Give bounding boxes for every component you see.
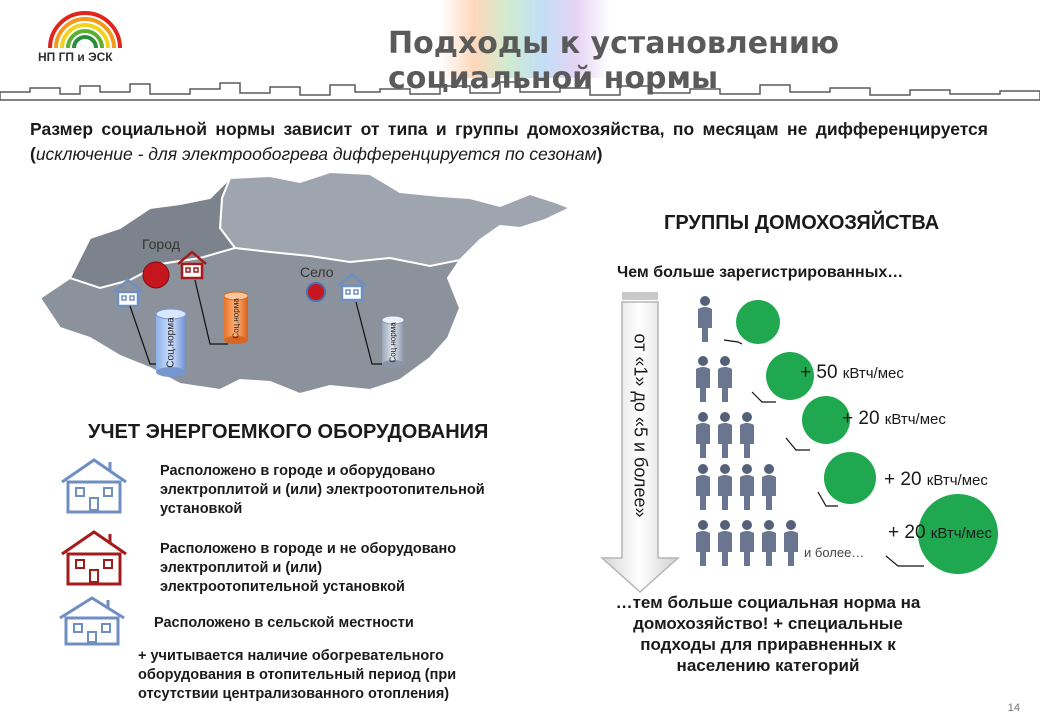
house-blue-icon xyxy=(113,278,143,308)
house-rural-icon xyxy=(59,596,125,646)
cylinder-label-wrap: Соц.норма xyxy=(156,316,186,368)
green-circle xyxy=(766,352,814,400)
page-title: Подходы к установлению социальной нормы xyxy=(388,26,840,96)
and-more-label: и более… xyxy=(804,545,865,560)
village-label: Село xyxy=(300,264,334,280)
intro-text: Размер социальной нормы зависит от типа … xyxy=(30,117,988,167)
groups-subtitle: Чем больше зарегистрированных… xyxy=(617,264,904,281)
green-circle xyxy=(802,396,850,444)
cylinder-orange xyxy=(223,291,249,344)
increment-value: + 50 xyxy=(800,362,838,383)
increment-value: + 20 xyxy=(888,522,926,543)
increment-1: + 50 кВтч/мес xyxy=(800,362,904,384)
groups-title: ГРУППЫ ДОМОХОЗЯЙСТВА xyxy=(664,212,940,234)
cylinder-label-3: Соц.норма xyxy=(388,321,398,363)
increment-unit: кВтч/мес xyxy=(842,365,904,382)
region-north xyxy=(218,170,573,268)
increment-unit: кВтч/мес xyxy=(884,411,946,428)
down-arrow-icon xyxy=(600,292,680,594)
increment-unit: кВтч/мес xyxy=(930,525,992,542)
green-circle xyxy=(736,300,780,344)
intro-end: ) xyxy=(596,144,603,164)
logo-sun-icon xyxy=(48,11,122,49)
equipment-item-2: Расположено в городе и не оборудовано эл… xyxy=(160,541,457,595)
equipment-item-1: Расположено в городе и оборудовано элект… xyxy=(160,463,485,517)
city-marker xyxy=(142,261,170,289)
equipment-item-3: Расположено в сельской местности xyxy=(154,615,414,631)
page-number: 14 xyxy=(1007,702,1020,714)
conclusion-text: …тем больше социальная норма на домохозя… xyxy=(615,593,921,675)
house-no-electric-icon xyxy=(61,530,127,586)
equipment-title: УЧЕТ ЭНЕРГОЕМКОГО ОБОРУДОВАНИЯ xyxy=(88,421,489,443)
skyline-decoration xyxy=(0,81,1040,101)
intro-italic: исключение - для электрообогрева диффере… xyxy=(35,144,597,164)
person-icon xyxy=(698,296,712,342)
increment-4: + 20 кВтч/мес xyxy=(888,522,992,544)
cylinder-blue xyxy=(155,308,187,377)
cylinder-label-wrap: Соц.норма xyxy=(224,298,248,338)
increment-3: + 20 кВтч/мес xyxy=(884,469,988,491)
region-map xyxy=(38,170,573,396)
city-label: Город xyxy=(142,236,180,252)
house-electric-icon xyxy=(61,458,127,514)
households-diagram xyxy=(696,296,998,574)
intro-main: Размер социальной нормы зависит от типа … xyxy=(30,119,988,164)
logo-text: НП ГП и ЭСК xyxy=(38,50,113,64)
rainbow-decoration xyxy=(440,0,610,78)
increment-value: + 20 xyxy=(842,408,880,429)
cylinder-label-wrap: Соц.норма xyxy=(382,322,404,362)
increment-2: + 20 кВтч/мес xyxy=(842,408,946,430)
house-red-icon xyxy=(177,250,207,280)
cylinder-label-2: Соц.норма xyxy=(231,297,241,339)
increment-value: + 20 xyxy=(884,469,922,490)
house-village-icon xyxy=(337,272,367,302)
arrow-text: от «1» до «5 и более» xyxy=(630,333,651,517)
equipment-note: + учитывается наличие обогревательного о… xyxy=(138,648,457,702)
green-circle xyxy=(824,452,876,504)
logo xyxy=(30,4,140,68)
village-marker xyxy=(306,282,326,302)
cylinder-gray xyxy=(381,315,405,368)
region-west xyxy=(68,177,237,290)
green-circle-large xyxy=(918,494,998,574)
increment-unit: кВтч/мес xyxy=(926,472,988,489)
cylinder-label-1: Соц.норма xyxy=(165,316,177,368)
